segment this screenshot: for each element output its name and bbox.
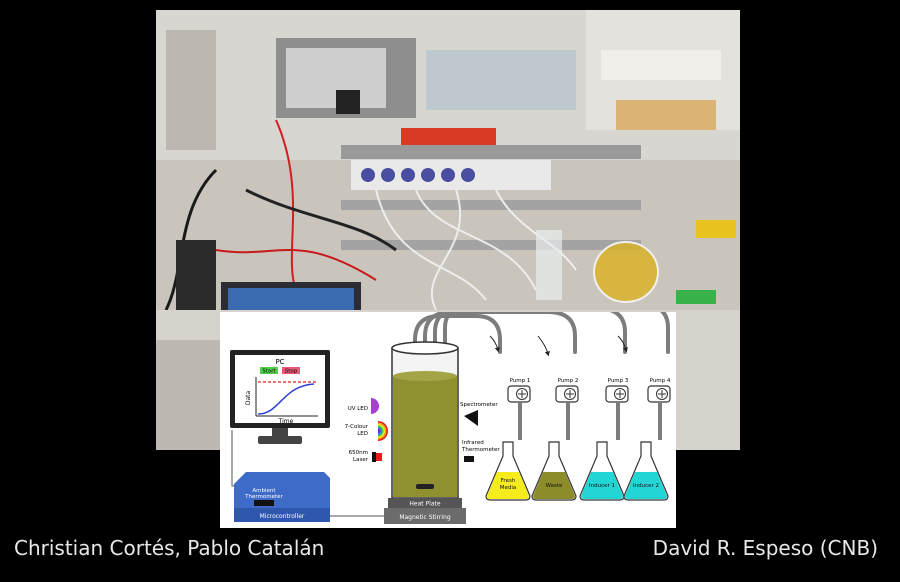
flask-label: Fresh [501,478,516,484]
infrared-thermometer-icon [464,456,474,462]
flask-label: Inducer 1 [589,483,615,489]
flask-liquid [625,472,667,499]
ambient-thermometer-label-1: Ambient [252,488,276,494]
heat-plate-label: Heat Plate [409,501,440,508]
pump-hub-icon [518,390,526,398]
bioreactor-schematic: PC Start Stop Data Time Ambient Thermome… [220,312,676,528]
pump-label: Pump 2 [558,378,579,384]
flask-label: Media [500,485,517,491]
pump-hub-icon [566,390,574,398]
seven-colour-led-label-2: LED [357,431,368,437]
flask-label: Inducer 2 [633,483,659,489]
ambient-thermometer-label-2: Thermometer [244,494,283,500]
pump-hub-icon [616,390,624,398]
pc-label: PC [275,358,284,366]
laser-label-1: 650nm [349,450,368,456]
credit-left: Christian Cortés, Pablo Catalán [14,536,325,560]
heat-plate [388,498,462,508]
magnetic-stirring-label: Magnetic Stirring [399,514,451,521]
pump-label: Pump 3 [608,378,629,384]
credit-right: David R. Espeso (CNB) [652,536,878,560]
laser-body-icon [372,452,376,462]
pump-hub-icon [658,390,666,398]
flask-liquid [581,472,623,499]
rainbow-led-icon [368,421,388,441]
stir-bar [416,484,434,489]
axis-y-label: Data [245,391,252,406]
tubing [413,312,670,384]
flask-label: Waste [546,483,563,489]
start-button: Start [262,369,276,375]
spectrometer-icon [464,410,478,426]
stop-button: Stop [285,369,298,375]
ambient-thermometer-icon [254,500,274,506]
pc-monitor: PC Start Stop Data Time [230,350,330,444]
pump-label: Pump 4 [650,378,671,384]
growth-curve [257,383,315,415]
culture-liquid [393,376,457,497]
seven-colour-led-label-1: 7-Colour [345,424,369,430]
reactor-vessel [391,341,459,499]
microcontroller-label: Microcontroller [260,513,305,520]
laser-label-2: Laser [353,457,369,463]
uv-led-label: UV LED [348,406,368,412]
laser-emitter-icon [376,453,382,461]
pump-label: Pump 1 [510,378,531,384]
spectrometer-label: Spectrometer [460,402,498,408]
infrared-thermometer-label-1: Infrared [462,440,484,446]
uv-led-icon [371,398,379,414]
start-button-shape [260,367,278,374]
magnetic-stirrer [384,508,466,524]
microcontroller-box: Ambient Thermometer Microcontroller [234,472,388,522]
flask-liquid [487,472,529,499]
infrared-thermometer-label-2: Thermometer [461,447,500,453]
axis-x-label: Time [278,418,294,425]
flask-liquid [533,472,575,499]
stop-button-shape [282,367,300,374]
